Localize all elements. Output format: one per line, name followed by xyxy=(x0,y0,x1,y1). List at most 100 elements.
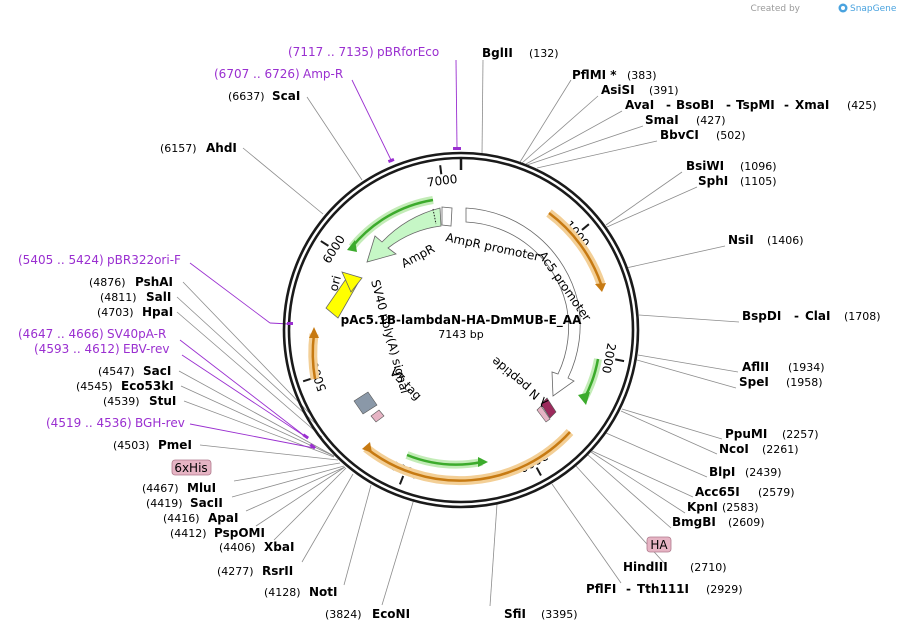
site-name: KpnI xyxy=(687,500,718,514)
site-name: ScaI xyxy=(272,89,300,103)
site-position: (4547) xyxy=(98,365,135,378)
ac5-promoter-feature xyxy=(465,207,581,397)
snapgene-logo-icon xyxy=(838,3,848,13)
site-position: (2579) xyxy=(758,486,795,499)
separator: - xyxy=(784,98,789,112)
primer-markers xyxy=(287,147,461,450)
6xhis-feature xyxy=(370,409,385,423)
green-features xyxy=(347,196,602,469)
primer-range: (6707 .. 6726) xyxy=(214,67,300,81)
site-name: BsoBI xyxy=(676,98,714,112)
site-position: (4876) xyxy=(89,276,126,289)
site-position: (3395) xyxy=(541,608,578,621)
site-name: Tth111I xyxy=(637,582,689,596)
site-position: (4406) xyxy=(219,541,256,554)
site-name: XmaI xyxy=(795,98,829,112)
site-name: SfiI xyxy=(504,607,526,621)
feature-label-ampr: AmpR xyxy=(399,241,437,270)
site-name: SpeI xyxy=(739,375,769,389)
site-position: (1934) xyxy=(788,361,825,374)
site-name: EcoNI xyxy=(372,607,410,621)
site-position: (4811) xyxy=(100,291,137,304)
site-position: (132) xyxy=(529,47,559,60)
site-name: XbaI xyxy=(264,540,294,554)
site-name: TspMI xyxy=(736,98,775,112)
primer-name: EBV-rev xyxy=(123,342,169,356)
lambda-n-peptide-feature xyxy=(540,397,557,419)
tick-label: 7000 xyxy=(426,172,458,190)
primer-range: (5405 .. 5424) xyxy=(18,253,104,267)
ha-tag-box xyxy=(646,536,672,553)
site-name: BsiWI xyxy=(686,159,724,173)
feature-label-ori: ori xyxy=(326,274,344,293)
site-position: (1406) xyxy=(767,234,804,247)
ha-tag-label: HA xyxy=(650,538,668,552)
primer-labels: (7117 .. 7135) pBRforEco (6707 .. 6726) … xyxy=(18,45,439,430)
site-position: (2439) xyxy=(745,466,782,479)
tick-mark xyxy=(302,377,312,383)
site-name: BbvCI xyxy=(660,128,699,142)
site-position: (3824) xyxy=(325,608,362,621)
site-name: HindIII xyxy=(623,560,668,574)
separator: - xyxy=(794,309,799,323)
primer-name: pBR322ori-F xyxy=(107,253,181,267)
plasmid-name: pAc5.1B-lambdaN-HA-DmMUB-E_AA xyxy=(341,313,582,328)
primer-name: pBRforEco xyxy=(377,45,439,59)
tick-label: 2000 xyxy=(599,342,618,375)
credit-prefix: Created by xyxy=(750,4,800,14)
site-name: BspDI xyxy=(742,309,781,323)
site-name: AhdI xyxy=(206,141,237,155)
6xhis-tag-box xyxy=(171,459,212,476)
site-name: ClaI xyxy=(805,309,830,323)
site-name: PflMI * xyxy=(572,68,617,82)
site-position: (502) xyxy=(716,129,746,142)
site-position: (1096) xyxy=(740,160,777,173)
site-name: AvaI xyxy=(625,98,654,112)
primer-name: Amp-R xyxy=(303,67,343,81)
backbone-outer xyxy=(282,151,640,509)
site-name: AsiSI xyxy=(601,83,635,97)
site-name: AflII xyxy=(742,360,769,374)
site-name: HpaI xyxy=(142,305,173,319)
site-name: NsiI xyxy=(728,233,754,247)
tick-mark xyxy=(398,475,405,485)
tick-mark xyxy=(615,358,625,363)
primer-range: (4519 .. 4536) xyxy=(46,416,132,430)
site-position: (383) xyxy=(627,69,657,82)
primer-lines xyxy=(179,59,458,449)
leader-lines xyxy=(176,59,740,607)
site-name: PflFI xyxy=(586,582,616,596)
site-position: (4539) xyxy=(103,395,140,408)
separator: - xyxy=(666,98,671,112)
site-position: (6157) xyxy=(160,142,197,155)
primer-range: (4593 .. 4612) xyxy=(34,342,120,356)
site-labels-right: BglII (132) PflMI * (383) AsiSI (391) Av… xyxy=(482,46,881,621)
site-name: SmaI xyxy=(645,113,679,127)
site-position: (2710) xyxy=(690,561,727,574)
site-position: (4503) xyxy=(113,439,150,452)
ampr-promoter-feature xyxy=(441,206,453,227)
site-name: PpuMI xyxy=(725,427,767,441)
primer-range: (4647 .. 4666) xyxy=(18,327,104,341)
primer-name: SV40pA-R xyxy=(107,327,166,341)
tick-mark xyxy=(535,467,542,476)
site-position: (4467) xyxy=(142,482,179,495)
site-position: (2929) xyxy=(706,583,743,596)
site-position: (2583) xyxy=(722,501,759,514)
site-position: (4277) xyxy=(217,565,254,578)
ori-arrowhead-icon xyxy=(341,271,363,293)
site-position: (2257) xyxy=(782,428,819,441)
site-name: RsrII xyxy=(262,564,293,578)
site-position: (1708) xyxy=(844,310,881,323)
site-name: StuI xyxy=(149,394,176,408)
site-name: SphI xyxy=(698,174,728,188)
site-name: BlpI xyxy=(709,465,735,479)
credit-brand: SnapGene xyxy=(850,4,897,14)
site-position: (4412) xyxy=(170,527,207,540)
site-name: SacII xyxy=(190,496,223,510)
primer-range: (7117 .. 7135) xyxy=(288,45,374,59)
site-name: Eco53kI xyxy=(121,379,174,393)
site-position: (425) xyxy=(847,99,877,112)
